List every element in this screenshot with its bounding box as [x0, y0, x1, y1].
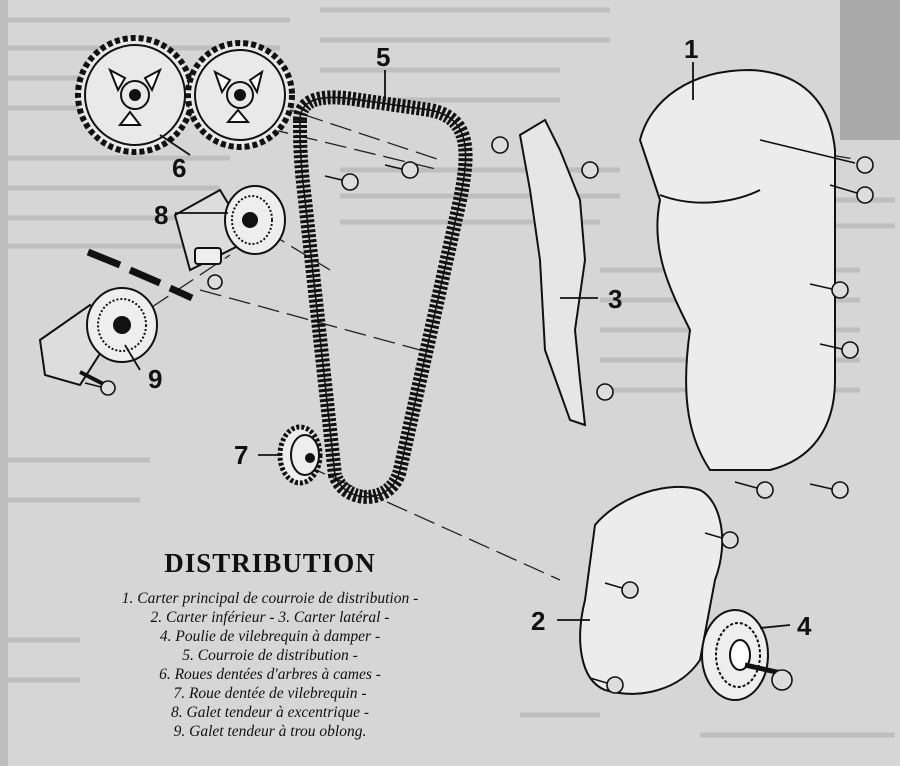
legend-line: 6. Roues dentées d'arbres à cames -	[159, 666, 381, 683]
crankshaft-damper-pulley	[701, 609, 791, 701]
page-edge-shadow	[840, 0, 900, 140]
lower-cover	[579, 486, 724, 695]
bolt	[809, 481, 849, 499]
callout-1-main-cover: 1	[684, 34, 699, 64]
bolt	[829, 184, 874, 204]
thick-dash-marker	[86, 248, 194, 302]
eccentric-tensioner-pulley	[173, 185, 286, 272]
bolt	[589, 676, 624, 694]
main-belt-cover	[638, 68, 836, 471]
legend-caption: DISTRIBUTION 1. Carter principal de cour…	[60, 548, 480, 741]
callout-8-eccentric-tensioner: 8	[154, 200, 169, 230]
bolt	[771, 669, 793, 691]
side-cover	[518, 118, 587, 427]
bolts	[84, 136, 874, 694]
callout-2-lower-cover: 2	[531, 606, 546, 636]
bolt	[596, 383, 614, 401]
binding-shadow	[0, 0, 8, 766]
bolt	[759, 139, 874, 174]
callout-3-side-cover: 3	[608, 284, 623, 314]
slotted-tensioner-pulley	[38, 287, 158, 392]
legend-line: 7. Roue dentée de vilebrequin -	[173, 685, 367, 702]
callout-4-damper-pulley: 4	[797, 611, 812, 641]
legend-line: 2. Carter inférieur - 3. Carter latéral …	[150, 609, 390, 626]
bolt	[604, 581, 639, 599]
callout-7-crankshaft-sprocket: 7	[234, 440, 249, 470]
callout-leader-lines	[124, 62, 791, 629]
callout-5-timing-belt: 5	[376, 42, 391, 72]
legend-line: 1. Carter principal de courroie de distr…	[121, 590, 419, 607]
bolt	[704, 531, 739, 549]
crankshaft-sprocket	[277, 424, 323, 486]
bolt	[819, 341, 859, 359]
camshaft-sprocket-right	[185, 40, 295, 150]
callout-9-slotted-tensioner: 9	[148, 364, 163, 394]
legend-line: 4. Poulie de vilebrequin à damper -	[159, 628, 381, 645]
timing-belt	[292, 90, 473, 504]
legend-line: 9. Galet tendeur à trou oblong.	[173, 723, 367, 740]
bolt	[207, 274, 223, 290]
bolt	[734, 481, 774, 499]
camshaft-sprocket-left	[75, 35, 195, 155]
bolt	[809, 281, 849, 299]
bolt	[491, 136, 509, 154]
bolt	[384, 161, 419, 179]
bolt	[581, 161, 599, 179]
diagram-title: DISTRIBUTION	[164, 548, 376, 578]
bolt	[84, 380, 116, 396]
bolt	[324, 173, 359, 191]
legend-line: 8. Galet tendeur à excentrique -	[171, 704, 369, 721]
callout-6-camshaft-sprockets: 6	[172, 153, 187, 183]
legend-line: 5. Courroie de distribution -	[182, 647, 358, 664]
